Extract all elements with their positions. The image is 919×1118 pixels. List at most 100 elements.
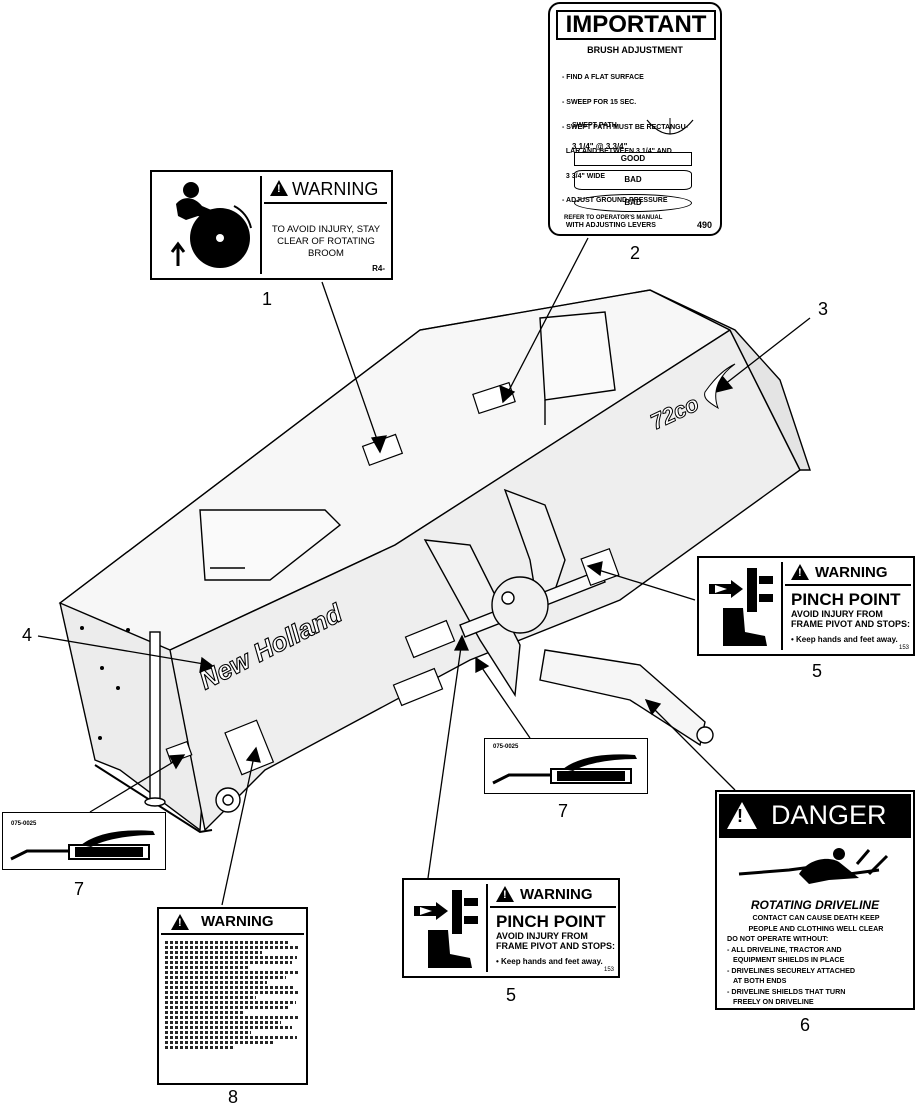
callout-8: 8 [228,1087,239,1107]
decal-5-title: PINCH POINT [791,590,901,609]
decal-6-header: DANGER [771,800,887,830]
decal-5-header: WARNING [815,564,888,581]
grease-gun-icon [492,754,637,785]
driveline-entanglement-icon [738,848,889,884]
sweeper-housing [58,289,811,834]
callout-1: 1 [262,289,273,309]
step-line: WITH ADJUSTING LEVERS [562,222,656,230]
decal-spot-5b [392,667,444,707]
bad-box-1: BAD [574,170,692,190]
leader-1 [321,281,381,449]
decal-2-subheader: BRUSH ADJUSTMENT [587,45,683,55]
decal-2-good: GOOD [620,154,646,163]
decal-1-header: WARNING [292,179,379,199]
step-line: - SWEPT PATH MUST BE RECTANGU- [562,123,688,131]
decal-warning-pinch-point-right: ! WARNING PINCH POINT AVOID INJURY FROM … [697,556,915,656]
decal-2-code: 490 [696,220,712,230]
decal-grease-gun-center: 075-0025 [484,738,648,794]
brush-arc-icon [646,118,694,135]
decal-1-message: TO AVOID INJURY, STAY CLEAR OF ROTATING … [271,224,381,259]
decal-2-footer: REFER TO OPERATOR'S MANUAL [564,215,663,221]
callout-3: 3 [818,299,829,319]
warning-triangle-icon: ! [270,180,288,199]
decal-2-header: IMPORTANT [556,10,716,40]
bad-box-2: BAD [574,194,692,212]
decal-5b-title: PINCH POINT [496,912,606,931]
decal-danger-rotating-driveline: ! DANGER ROTATING DRIVELINE CONTACT CAN … [715,790,915,1010]
decal-important-brush-adjustment: IMPORTANT BRUSH ADJUSTMENT - FIND A FLAT… [548,2,722,236]
decal-2-swept-path: SWEPT PATH [572,122,617,129]
pinch-point-icon [709,568,773,646]
model-swoosh [704,363,736,410]
leader-8 [221,751,256,906]
decal-5-line1: AVOID INJURY FROM [791,609,883,619]
leader-4 [37,635,211,666]
decal-5b-line1: AVOID INJURY FROM [496,931,588,941]
good-box: GOOD [574,152,692,166]
decal-2-bad-2: BAD [624,198,642,207]
danger-line: FREELY ON DRIVELINE [733,997,814,1006]
broom-hand-icon [170,182,252,268]
decal-5b-line2: FRAME PIVOT AND STOPS: [496,941,616,951]
decal-warning-pinch-point-bottom: ! WARNING PINCH POINT AVOID INJURY FROM … [402,878,620,978]
danger-triangle-icon [727,802,757,829]
decal-warning-rotating-broom: ! WARNING TO AVOID INJURY, STAY CLEAR OF… [150,170,393,280]
support-post [149,631,161,803]
leader-2 [504,237,589,399]
decal-5-line2: FRAME PIVOT AND STOPS: [791,619,911,629]
decal-warning-operating-instructions: ! WARNING [157,907,308,1085]
step-line: - FIND A FLAT SURFACE [562,74,644,82]
top-edge [59,289,651,604]
decal-2-bad-1: BAD [624,175,642,184]
broom-pictogram [156,176,262,274]
danger-line: - DRIVELINE SHIELDS THAT TURN [727,986,846,996]
leader-7b [477,661,531,739]
decal-5-bullet: • Keep hands and feet away. [791,635,898,644]
callout-7-left: 7 [74,879,85,899]
leader-5a [591,567,696,601]
danger-line: PEOPLE AND CLOTHING WELL CLEAR [748,923,884,933]
decal-5b-bullet: • Keep hands and feet away. [496,957,603,966]
decal-8-header: WARNING [201,913,274,930]
callout-7-center: 7 [558,801,569,821]
end-plate-holes [80,626,130,740]
danger-line: CONTACT CAN CAUSE DEATH KEEP [752,913,880,922]
step-line: - SWEEP FOR 15 SEC. [562,99,637,107]
callout-2: 2 [630,243,641,263]
side-shield [199,509,342,581]
grease-gun-icon [10,830,155,861]
right-end [649,289,811,471]
warning-triangle-icon: ! [496,886,514,905]
leader-3 [719,317,811,389]
danger-line: - ALL DRIVELINE, TRACTOR AND [727,944,842,954]
leader-5b [427,639,463,879]
danger-line: EQUIPMENT SHIELDS IN PLACE [733,955,845,964]
decal-spot-8 [224,719,275,776]
danger-line: - DRIVELINES SECURELY ATTACHED [727,965,856,975]
decal-5b-header: WARNING [520,886,593,903]
decal-spot-5c [404,619,456,659]
step-line: LAR AND BETWEEN 3 1/4" AND [562,148,672,156]
leader-7a [89,757,181,813]
leader-lines [37,237,811,906]
fine-print-block [165,939,303,1051]
driveline [539,649,706,747]
danger-header-bar: ! DANGER [719,794,911,838]
decal-1-code: R4- [372,264,385,273]
decal-7-left-code: 075-0025 [11,821,37,827]
warning-triangle-icon: ! [791,564,809,583]
danger-line: AT BOTH ENDS [733,976,787,985]
pinch-point-icon [414,890,478,968]
top-shield [539,311,616,401]
decal-grease-gun-left: 075-0025 [2,812,166,870]
decal-5b-code: 153 [603,967,614,973]
warning-triangle-icon: ! [171,914,189,933]
decal-6-title: ROTATING DRIVELINE [750,898,880,912]
decal-6-body: CONTACT CAN CAUSE DEATH KEEP PEOPLE AND … [727,913,905,1008]
danger-line: DO NOT OPERATE WITHOUT: [727,934,829,943]
leader-6 [649,704,736,791]
decal-7-code: 075-0025 [493,744,519,750]
callout-4: 4 [22,625,33,645]
callout-6: 6 [800,1015,811,1035]
